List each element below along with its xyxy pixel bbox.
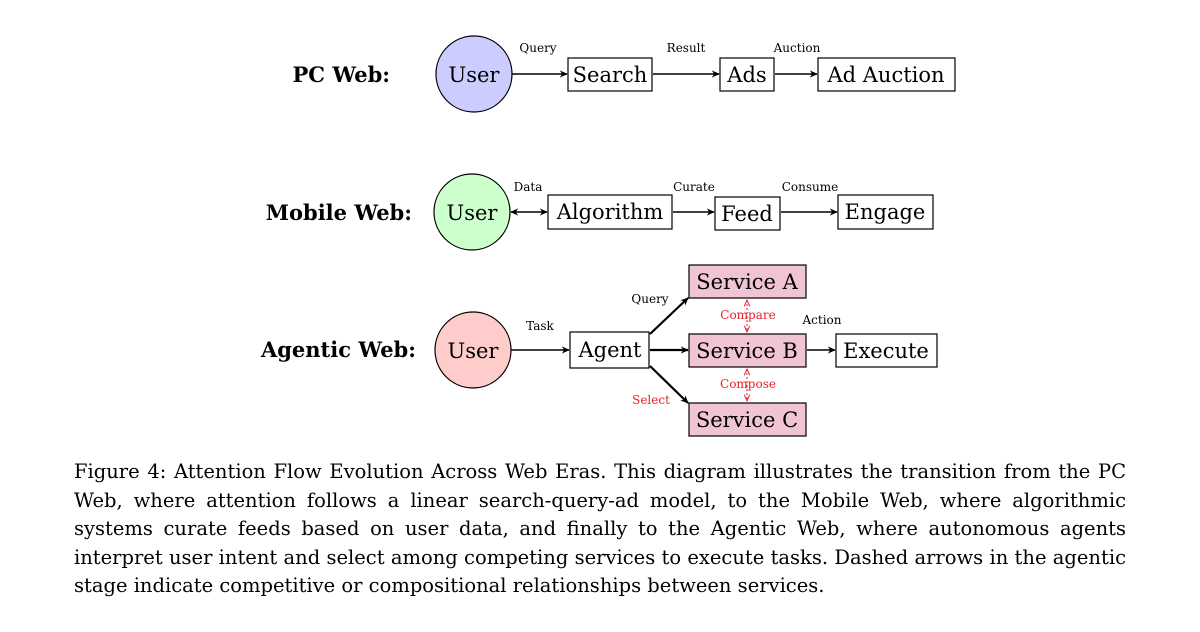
agentic-execute-node xyxy=(835,333,938,368)
service-c-node xyxy=(688,402,807,437)
pc-ad-auction-node-label: Ad Auction xyxy=(826,63,944,87)
mobile-engage-node-label: Engage xyxy=(845,200,926,224)
agent-to-service-c-arrow xyxy=(649,365,689,404)
pc-user-node-label: User xyxy=(449,63,501,87)
agentic-task-label: Task xyxy=(526,319,554,333)
agentic-web-label: Agentic Web: xyxy=(260,337,416,362)
mobile-data-label: Data xyxy=(514,180,543,194)
pc-auction-label: Auction xyxy=(773,41,821,55)
mobile-web-row: Mobile Web: User Algorithm Feed Engage D… xyxy=(266,173,934,251)
agent-to-service-a-arrow xyxy=(649,297,689,335)
pc-web-row: PC Web: User Search Ads Ad Auction Query… xyxy=(293,35,956,113)
mobile-curate-label: Curate xyxy=(673,180,715,194)
service-a-node xyxy=(688,264,807,299)
mobile-feed-node-label: Feed xyxy=(721,202,773,226)
service-b-node-label: Service B xyxy=(696,339,798,363)
pc-ads-node-label: Ads xyxy=(726,63,766,87)
agentic-query-label: Query xyxy=(631,292,668,306)
agentic-agent-node-label: Agent xyxy=(578,338,643,362)
agentic-agent-node xyxy=(569,331,650,369)
mobile-algorithm-node-label: Algorithm xyxy=(556,200,664,224)
attention-flow-diagram: PC Web: User Search Ads Ad Auction Query… xyxy=(260,35,956,437)
mobile-consume-label: Consume xyxy=(782,180,839,194)
mobile-engage-node xyxy=(837,194,934,230)
pc-web-label: PC Web: xyxy=(293,62,390,87)
mobile-user-node-label: User xyxy=(447,201,499,225)
pc-search-node xyxy=(567,57,653,92)
mobile-algorithm-node xyxy=(547,194,673,230)
service-b-node xyxy=(688,333,807,368)
agentic-compare-label: Compare xyxy=(720,308,775,322)
pc-result-label: Result xyxy=(667,41,706,55)
agentic-execute-node-label: Execute xyxy=(843,339,929,363)
pc-search-node-label: Search xyxy=(573,63,648,87)
agentic-action-label: Action xyxy=(802,313,842,327)
pc-query-label: Query xyxy=(519,41,556,55)
agentic-select-label: Select xyxy=(632,393,670,407)
agentic-web-row: Agentic Web: User Agent Service A Servic… xyxy=(260,264,938,437)
mobile-web-label: Mobile Web: xyxy=(266,200,412,225)
service-c-node-label: Service C xyxy=(696,408,798,432)
pc-ad-auction-node xyxy=(817,57,956,92)
figure-caption: Figure 4: Attention Flow Evolution Acros… xyxy=(74,460,1126,597)
mobile-user-node-circle xyxy=(433,173,511,251)
mobile-feed-node xyxy=(714,196,781,231)
agentic-compose-label: Compose xyxy=(720,377,776,391)
pc-ads-node xyxy=(719,57,775,92)
agentic-user-node-label: User xyxy=(448,339,500,363)
service-a-node-label: Service A xyxy=(696,270,798,294)
